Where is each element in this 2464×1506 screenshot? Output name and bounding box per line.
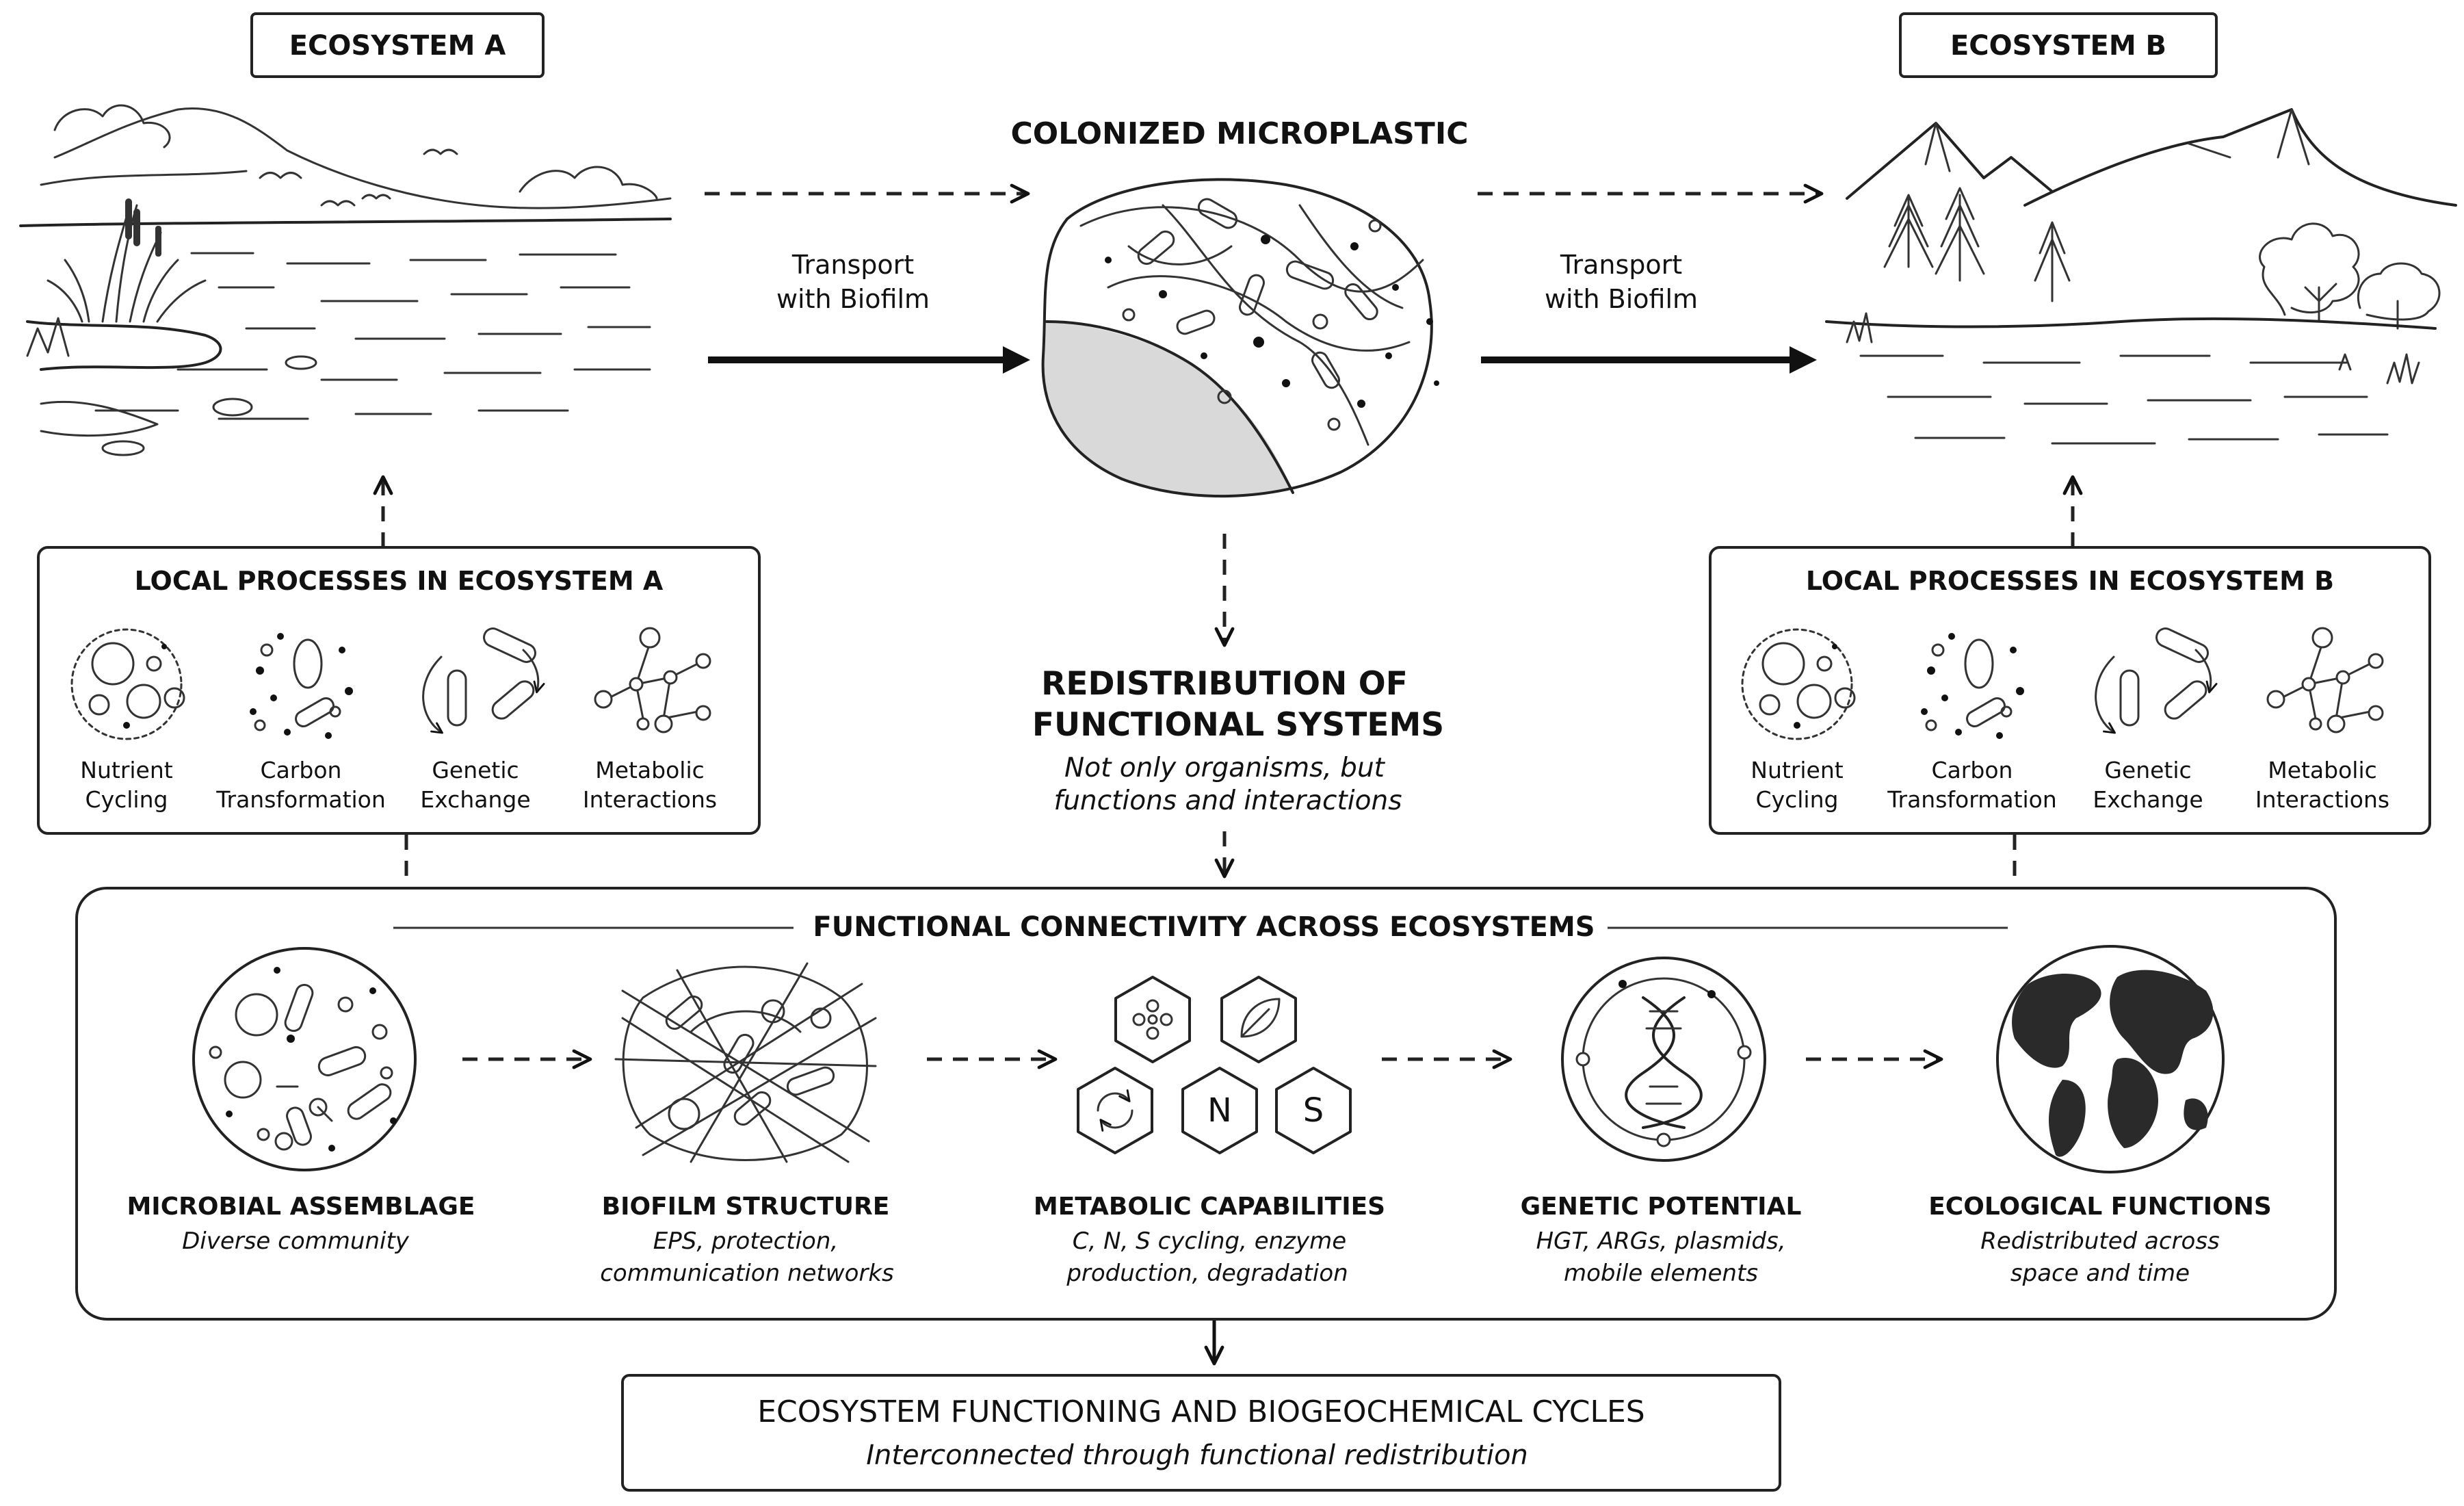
local-a-label-metabolic-2: Interactions: [583, 786, 717, 813]
genetic-potential-title: GENETIC POTENTIAL: [1521, 1193, 1802, 1221]
ecosystem-a-header: ECOSYSTEM A: [250, 12, 545, 78]
genetic-exchange-icon: [2095, 627, 2218, 734]
genetic-exchange-icon: [422, 627, 545, 734]
redistribution-title-2: FUNCTIONAL SYSTEMS: [1032, 706, 1444, 744]
transport-label-right-line2: with Biofilm: [1545, 284, 1698, 314]
biofilm-structure-desc-1: EPS, protection,: [653, 1228, 838, 1255]
local-a-labels: Nutrient Cycling Carbon Transformation G…: [80, 757, 717, 813]
local-b-icons: [1741, 627, 2384, 740]
local-b-label-nutrient-2: Cycling: [1756, 786, 1839, 813]
local-b-labels: Nutrient Cycling Carbon Transformation G…: [1751, 757, 2389, 813]
local-a-label-metabolic-1: Metabolic: [595, 757, 705, 783]
redistribution-subtitle-2: functions and interactions: [1053, 786, 1402, 816]
local-a-label-nutrient-2: Cycling: [86, 786, 168, 813]
local-b-label-nutrient-1: Nutrient: [1751, 757, 1843, 783]
redistribution-section: REDISTRIBUTION OF FUNCTIONAL SYSTEMS Not…: [1032, 665, 1444, 816]
redistribution-title-1: REDISTRIBUTION OF: [1041, 665, 1408, 703]
ecosystem-a-title: ECOSYSTEM A: [289, 30, 506, 62]
microbial-assemblage-icon: [192, 947, 417, 1171]
hexagon-n-label: N: [1207, 1091, 1232, 1130]
genetic-potential-desc-1: HGT, ARGs, plasmids,: [1536, 1228, 1785, 1255]
local-b-label-genetic-1: Genetic: [2104, 757, 2191, 783]
nutrient-cycling-icon: [1741, 628, 1856, 740]
ecological-functions-desc-1: Redistributed across: [1980, 1228, 2220, 1255]
connectivity-title: FUNCTIONAL CONNECTIVITY ACROSS ECOSYSTEM…: [813, 911, 1595, 943]
local-b-label-carbon-2: Transformation: [1887, 786, 2057, 813]
metabolic-interactions-icon: [594, 627, 711, 733]
biofilm-structure-title: BIOFILM STRUCTURE: [602, 1193, 890, 1221]
ecological-functions-icon: [1996, 945, 2225, 1173]
nutrient-cycling-icon: [70, 628, 185, 740]
colonized-microplastic-illustration: [1041, 178, 1439, 498]
local-processes-a-panel: LOCAL PROCESSES IN ECOSYSTEM A: [37, 546, 761, 835]
local-b-label-genetic-2: Exchange: [2093, 786, 2203, 813]
metabolic-capabilities-desc-1: C, N, S cycling, enzyme: [1073, 1228, 1346, 1255]
bottom-title: ECOSYSTEM FUNCTIONING AND BIOGEOCHEMICAL…: [757, 1394, 1645, 1429]
local-a-label-genetic-1: Genetic: [432, 757, 519, 783]
local-processes-b-panel: LOCAL PROCESSES IN ECOSYSTEM B: [1709, 546, 2431, 835]
local-a-label-genetic-2: Exchange: [420, 786, 530, 813]
biofilm-structure-icon: [614, 962, 877, 1163]
local-processes-a-title: LOCAL PROCESSES IN ECOSYSTEM A: [135, 566, 664, 596]
local-b-label-metabolic-1: Metabolic: [2268, 757, 2377, 783]
transport-arrows: Transport with Biofilm Transport with Bi…: [705, 183, 1824, 374]
ecological-functions-title: ECOLOGICAL FUNCTIONS: [1928, 1193, 2272, 1221]
ecosystem-functioning-box: ECOSYSTEM FUNCTIONING AND BIOGEOCHEMICAL…: [621, 1374, 1781, 1492]
microbial-assemblage-title: MICROBIAL ASSEMBLAGE: [127, 1193, 475, 1221]
carbon-transformation-icon: [250, 633, 353, 739]
local-b-label-carbon-1: Carbon: [1932, 757, 2013, 783]
bottom-subtitle: Interconnected through functional redist…: [866, 1440, 1528, 1471]
landscape-b-illustration: [1825, 108, 2457, 445]
functional-connectivity-panel: FUNCTIONAL CONNECTIVITY ACROSS ECOSYSTEM…: [75, 887, 2337, 1321]
redistribution-subtitle-1: Not only organisms, but: [1064, 753, 1386, 783]
genetic-potential-desc-2: mobile elements: [1564, 1260, 1758, 1287]
hexagon-s-label: S: [1303, 1091, 1324, 1130]
metabolic-interactions-icon: [2266, 627, 2384, 733]
local-a-label-carbon-2: Transformation: [215, 786, 386, 813]
metabolic-capabilities-icon: N S: [1077, 976, 1352, 1154]
carbon-transformation-icon: [1921, 633, 2024, 739]
colonized-microplastic-title: COLONIZED MICROPLASTIC: [1010, 116, 1468, 151]
local-processes-b-title: LOCAL PROCESSES IN ECOSYSTEM B: [1806, 566, 2334, 596]
transport-label-right-line1: Transport: [1560, 250, 1682, 280]
connectivity-labels: MICROBIAL ASSEMBLAGE Diverse community B…: [127, 1193, 2271, 1287]
ecosystem-b-header: ECOSYSTEM B: [1899, 12, 2218, 78]
transport-label-left-line1: Transport: [791, 250, 914, 280]
microbial-assemblage-desc-1: Diverse community: [182, 1228, 410, 1255]
local-a-label-carbon-1: Carbon: [261, 757, 342, 783]
genetic-potential-icon: [1561, 957, 1766, 1162]
metabolic-capabilities-title: METABOLIC CAPABILITIES: [1034, 1193, 1385, 1221]
landscape-a-illustration: [19, 104, 672, 456]
biofilm-structure-desc-2: communication networks: [600, 1260, 894, 1287]
ecosystem-b-title: ECOSYSTEM B: [1950, 30, 2166, 62]
metabolic-capabilities-desc-2: production, degradation: [1066, 1260, 1348, 1287]
local-a-icons: [70, 627, 711, 740]
local-b-label-metabolic-2: Interactions: [2255, 786, 2389, 813]
local-a-label-nutrient-1: Nutrient: [80, 757, 172, 783]
transport-label-left-line2: with Biofilm: [776, 284, 930, 314]
ecological-functions-desc-2: space and time: [2010, 1260, 2190, 1287]
